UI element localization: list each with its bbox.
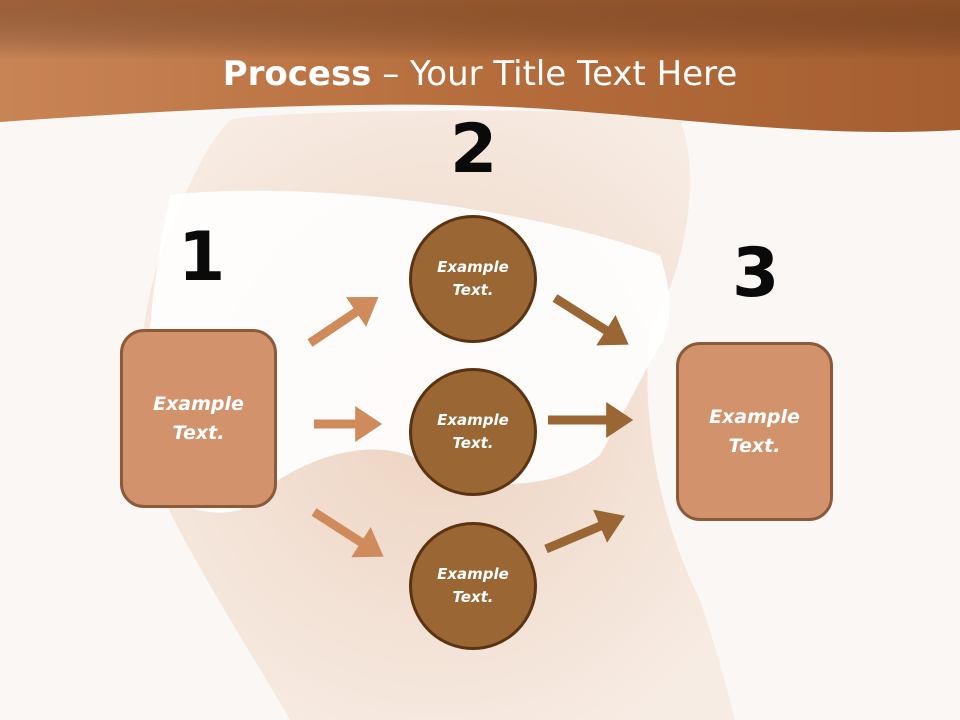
step-number-1: 1 (178, 218, 226, 297)
slide-title: Process – Your Title Text Here (0, 52, 960, 96)
arrow-1-to-top (307, 296, 379, 347)
step-2-circle-bottom: Example Text. (409, 522, 537, 650)
step-1-box-text: Example Text. (153, 392, 244, 444)
arrow-bottom-to-3 (544, 509, 625, 554)
step-2-circle-top: Example Text. (409, 215, 537, 343)
title-rest: – Your Title Text Here (371, 54, 738, 94)
circle-text: Example Text. (437, 258, 509, 299)
arrow-1-to-bottom (311, 508, 384, 558)
circle-text: Example Text. (437, 565, 509, 606)
step-number-3: 3 (732, 234, 780, 313)
step-1-box: Example Text. (120, 329, 277, 508)
step-3-box: Example Text. (676, 342, 833, 521)
circle-text: Example Text. (437, 411, 509, 452)
arrow-top-to-3 (552, 294, 629, 346)
step-3-box-text: Example Text. (709, 405, 800, 457)
step-number-2: 2 (450, 110, 498, 189)
step-2-circle-middle: Example Text. (409, 368, 537, 496)
title-bold: Process (222, 54, 372, 94)
